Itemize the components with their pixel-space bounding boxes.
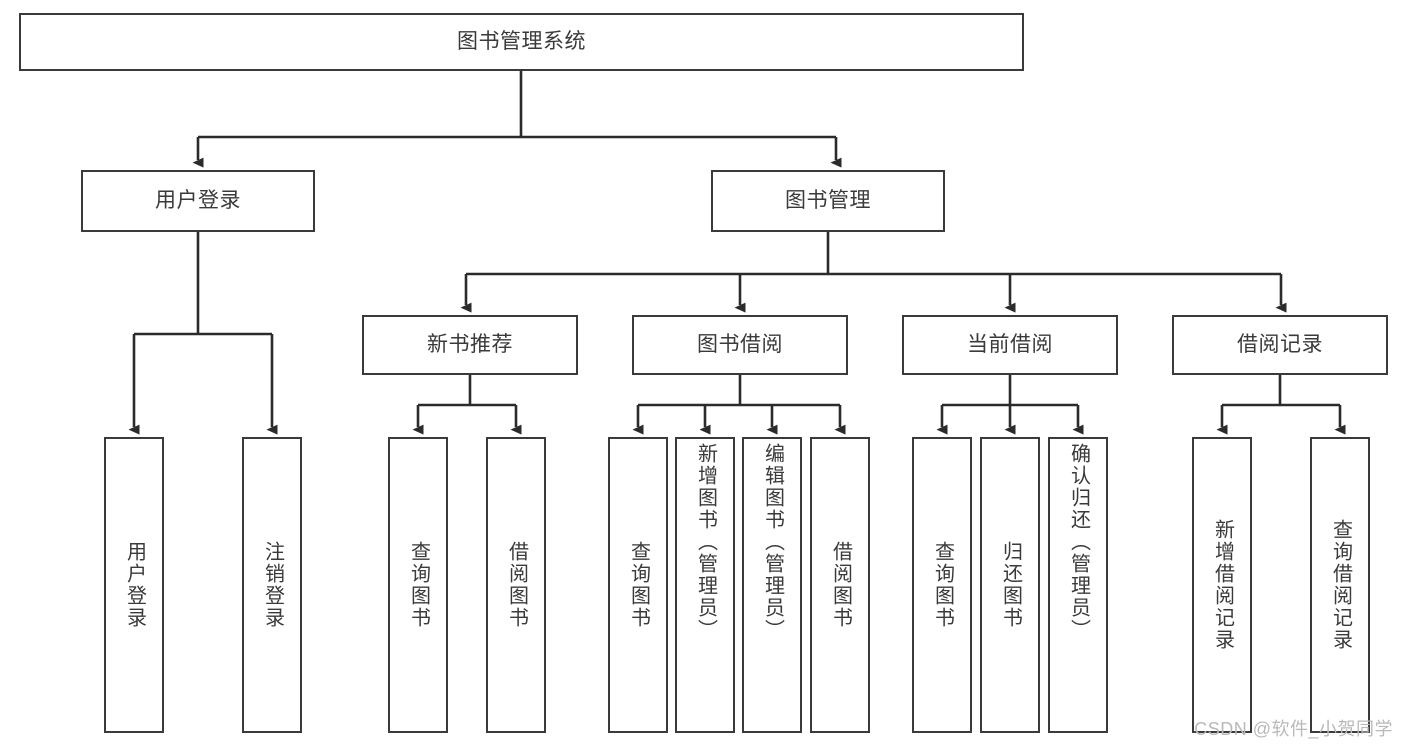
leaf-label: 查询图书 [931, 541, 954, 629]
leaf-label: 借阅图书 [505, 541, 528, 629]
leaf-label: 查询借阅记录 [1329, 519, 1352, 651]
node-label: 图书借阅 [697, 333, 783, 357]
leaf-query-book-recommend[interactable]: 查询图书 [388, 437, 448, 733]
leaf-label: 查询图书 [407, 541, 430, 629]
leaf-logout-login[interactable]: 注销登录 [242, 437, 302, 733]
node-new-book-recommend[interactable]: 新书推荐 [362, 315, 578, 375]
leaf-label: 用户登录 [123, 541, 146, 629]
leaf-borrow-book-recommend[interactable]: 借阅图书 [486, 437, 546, 733]
node-label: 新书推荐 [427, 333, 513, 357]
leaf-label: 查询图书 [627, 541, 650, 629]
leaf-label: 新增借阅记录 [1211, 519, 1234, 651]
node-book-borrow[interactable]: 图书借阅 [632, 315, 848, 375]
watermark-text: CSDN @软件_小贺同学 [1194, 719, 1393, 739]
node-label: 借阅记录 [1237, 333, 1323, 357]
leaf-label: 编辑图书（管理员） [761, 443, 784, 641]
leaf-confirm-return-admin[interactable]: 确认归还（管理员） [1048, 437, 1108, 733]
leaf-user-login[interactable]: 用户登录 [104, 437, 164, 733]
leaf-label: 借阅图书 [829, 541, 852, 629]
node-label: 当前借阅 [967, 333, 1053, 357]
node-book-management[interactable]: 图书管理 [711, 170, 945, 232]
leaf-label: 确认归还（管理员） [1067, 443, 1090, 641]
node-label: 图书管理 [785, 189, 871, 213]
leaf-add-book-admin[interactable]: 新增图书（管理员） [675, 437, 735, 733]
leaf-label: 注销登录 [261, 541, 284, 629]
leaf-edit-book-admin[interactable]: 编辑图书（管理员） [742, 437, 802, 733]
leaf-borrow-book[interactable]: 借阅图书 [810, 437, 870, 733]
leaf-label: 新增图书（管理员） [694, 443, 717, 641]
node-label: 用户登录 [155, 189, 241, 213]
leaf-label: 归还图书 [999, 541, 1022, 629]
node-current-borrow[interactable]: 当前借阅 [902, 315, 1118, 375]
node-label: 图书管理系统 [457, 30, 586, 54]
node-borrow-record[interactable]: 借阅记录 [1172, 315, 1388, 375]
leaf-query-borrow-record[interactable]: 查询借阅记录 [1310, 437, 1370, 733]
node-root-book-management-system[interactable]: 图书管理系统 [19, 13, 1024, 71]
leaf-query-book-borrow[interactable]: 查询图书 [608, 437, 668, 733]
leaf-add-borrow-record[interactable]: 新增借阅记录 [1192, 437, 1252, 733]
node-user-login[interactable]: 用户登录 [81, 170, 315, 232]
leaf-query-book-current[interactable]: 查询图书 [912, 437, 972, 733]
leaf-return-book[interactable]: 归还图书 [980, 437, 1040, 733]
